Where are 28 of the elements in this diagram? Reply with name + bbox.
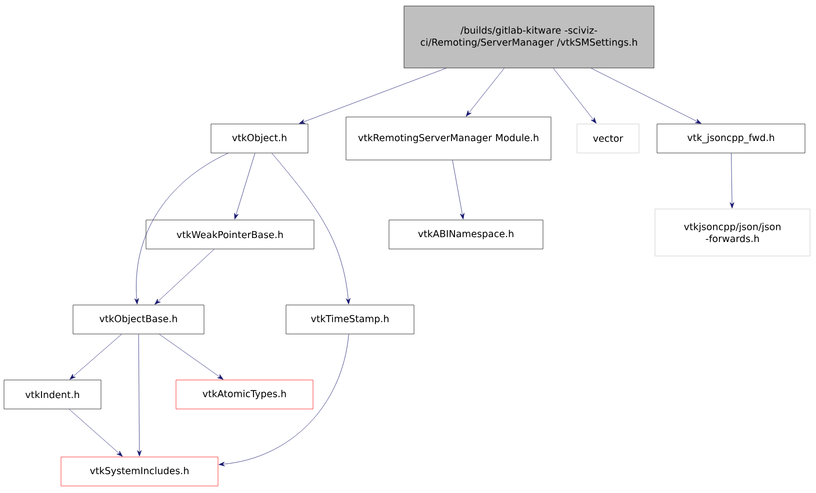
arrow <box>218 334 349 466</box>
arrow <box>234 152 256 220</box>
file-box: vtkIndent.h <box>4 380 102 410</box>
file-box: vtkTimeStamp.h <box>286 304 414 334</box>
file-box: vtkObjectBase.h <box>72 304 204 334</box>
file-box: vtkABINamespace.h <box>388 220 544 250</box>
file-box: vtkjsoncpp/json/json -forwards.h <box>654 208 810 256</box>
file-box: vtkSystemIncludes.h <box>60 456 218 486</box>
arrow <box>154 248 214 305</box>
file-box: vector <box>576 124 640 154</box>
file-box: vtkRemotingServerManager Module.h <box>346 116 552 160</box>
file-box: vtkWeakPointerBase.h <box>146 220 314 250</box>
arrow <box>70 334 122 380</box>
arrow <box>553 68 596 124</box>
arrow <box>134 152 228 304</box>
arrow <box>466 68 504 117</box>
file-box: vtkAtomicTypes.h <box>176 380 314 410</box>
arrow <box>272 152 350 304</box>
file-box: /builds/gitlab-kitware -sciviz-ci/Remoting/ServerManager /vtkSMSettings.h <box>404 6 654 68</box>
file-box: vtkObject.h <box>210 124 308 154</box>
arrow <box>452 160 464 220</box>
arrow <box>68 408 123 457</box>
arrow <box>590 68 702 124</box>
arrow <box>730 152 734 208</box>
arrow <box>137 334 142 456</box>
file-box: vtk_jsoncpp_fwd.h <box>656 124 806 154</box>
arrow <box>159 334 224 380</box>
arrow <box>298 68 446 124</box>
